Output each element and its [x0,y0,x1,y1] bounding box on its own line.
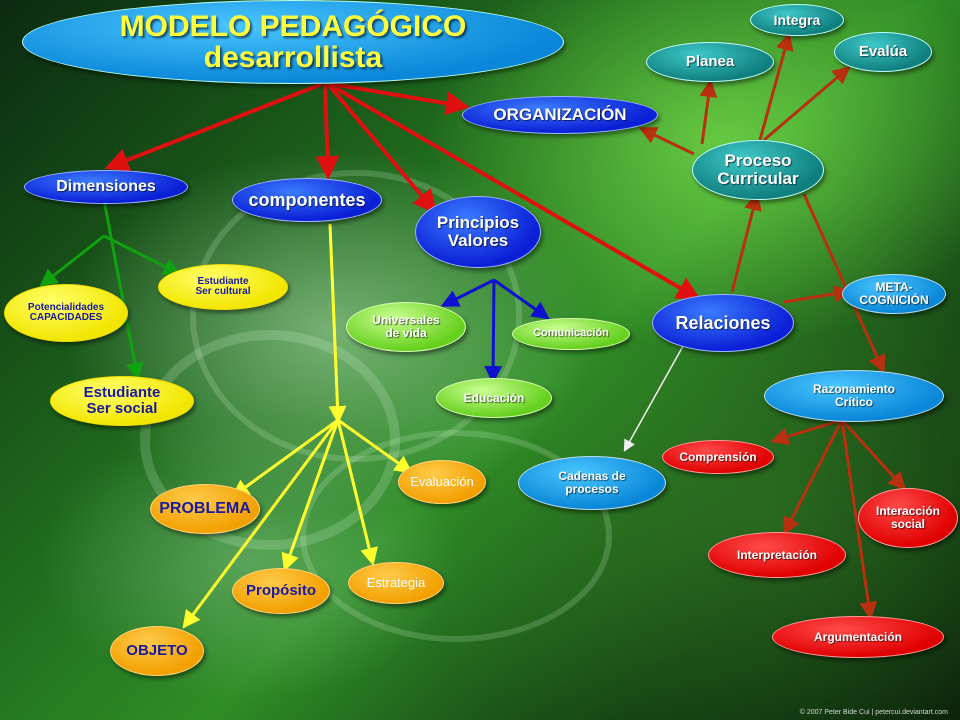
arrow-razonamiento-argumentacion [840,419,878,620]
node-universales: Universales de vida [346,302,466,352]
arrow-principios-comunicacion [493,278,550,320]
node-proceso-line1: Proceso [724,151,792,171]
node-estudiante-social-line2: Ser social [86,400,158,417]
page-title-line2: desarrollista [203,41,383,74]
node-cadenas-line2: procesos [565,482,619,496]
node-educacion: Educación [436,378,552,418]
node-meta-line1: META- [875,280,913,295]
node-evalua: Evalúa [834,32,932,72]
node-dimensiones: Dimensiones [24,170,188,204]
arrow-title-relaciones [330,84,701,301]
node-evalua-label: Evalúa [858,43,908,61]
node-proposito: Propósito [232,568,330,614]
node-comprension-label: Comprensión [679,449,757,464]
node-relaciones-label: Relaciones [675,312,771,333]
arrow-componentes-hub [328,223,347,424]
arrow-proceso-evalua [763,66,851,142]
arrow-hub-proposito [281,419,340,572]
node-meta-cognicion: META- COGNICIÓN [842,274,946,314]
node-componentes: componentes [232,178,382,222]
node-componentes-label: componentes [248,189,366,210]
arrow-hub-problema [231,418,339,498]
arrow-relaciones-meta [783,285,852,304]
arrow-proceso-integra [758,32,794,141]
node-interpretacion-label: Interpretación [736,547,817,562]
arrow-proceso-razonamiento [802,193,886,374]
node-proceso-curricular: Proceso Curricular [692,140,824,200]
node-proceso-line2: Curricular [717,169,799,188]
node-interpretacion: Interpretación [708,532,846,578]
arrow-razonamiento-comprension [770,418,843,446]
arrow-title-dimensiones [104,82,323,172]
node-estudiante-cultural-line2: Ser cultural [195,286,251,297]
node-principios-line1: Principios [436,213,520,233]
node-organizacion: ORGANIZACIÓN [462,96,658,134]
node-comunicacion: Comunicación [512,318,630,350]
node-estudiante-cultural: Estudiante Ser cultural [158,264,288,310]
node-argumentacion: Argumentación [772,616,944,658]
arrow-dim-potencialidades [39,234,105,287]
arrow-title-organizacion [331,82,470,116]
arrow-dim-estudiante-social [102,199,144,381]
node-comunicacion-label: Comunicación [533,327,609,340]
node-interaccion-line2: social [890,517,926,531]
node-principios: Principios Valores [415,196,541,268]
node-potencialidades-line1: Potencialidades [27,301,105,313]
node-estrategia: Estrategia [348,562,444,604]
node-universales-line1: Universales [372,313,440,328]
node-interaccion: Interacción social [858,488,958,548]
node-argumentacion-label: Argumentación [813,629,902,644]
node-comprension: Comprensión [662,440,774,474]
node-cadenas: Cadenas de procesos [518,456,666,510]
arrow-principios-universales [440,278,495,307]
arrow-proceso-planea [699,79,718,145]
node-interaccion-line1: Interacción [875,504,941,519]
node-planea-label: Planea [685,53,735,71]
node-relaciones: Relaciones [652,294,794,352]
title-node: MODELO PEDAGÓGICO desarrollista [22,0,564,84]
node-objeto: OBJETO [110,626,204,676]
node-estudiante-social-line1: Estudiante [83,384,161,402]
node-cadenas-line1: Cadenas de [558,469,626,484]
node-potencialidades: Potencialidades CAPACIDADES [4,284,128,342]
node-proposito-label: Propósito [246,582,316,600]
arrow-principios-educacion [484,279,503,384]
credit-text: © 2007 Peter Bide Cui | petercui.deviant… [799,709,948,716]
page-title-line1: MODELO PEDAGÓGICO [119,9,467,43]
node-integra-label: Integra [773,11,821,28]
node-razonamiento: Razonamiento Crítico [764,370,944,422]
node-evaluacion-label: Evaluación [410,474,474,490]
arrow-title-principios [326,82,438,215]
node-objeto-label: OBJETO [126,642,188,660]
arrow-dim-estudiante-cultural [103,234,182,275]
node-estudiante-social: Estudiante Ser social [50,376,194,426]
node-meta-line2: COGNICIÓN [859,293,929,307]
node-estudiante-cultural-line1: Estudiante [197,275,249,287]
node-educacion-label: Educación [463,390,525,405]
node-potencialidades-line2: CAPACIDADES [29,312,103,323]
arrow-hub-objeto [182,419,340,629]
node-evaluacion: Evaluación [398,460,486,504]
arrow-hub-evaluacion [337,418,413,474]
arrow-relaciones-cadenas [623,329,693,452]
node-estrategia-label: Estrategia [366,575,426,591]
node-dimensiones-label: Dimensiones [56,177,156,195]
node-principios-line2: Valores [447,231,509,250]
node-planea: Planea [646,42,774,82]
arrow-relaciones-proceso [730,192,762,293]
node-problema-label: PROBLEMA [159,499,251,517]
node-organizacion-label: ORGANIZACIÓN [493,105,627,125]
node-integra: Integra [750,4,844,36]
arrow-razonamiento-interaccion [840,418,907,491]
arrow-title-componentes [315,83,340,180]
node-razonamiento-line2: Crítico [834,395,873,409]
node-problema: PROBLEMA [150,484,260,534]
arrow-hub-estrategia [336,419,378,566]
node-razonamiento-line1: Razonamiento [812,382,895,397]
arrow-razonamiento-interpretacion [783,419,844,536]
node-universales-line2: de vida [385,326,427,340]
arrow-proceso-organizacion [638,127,695,156]
